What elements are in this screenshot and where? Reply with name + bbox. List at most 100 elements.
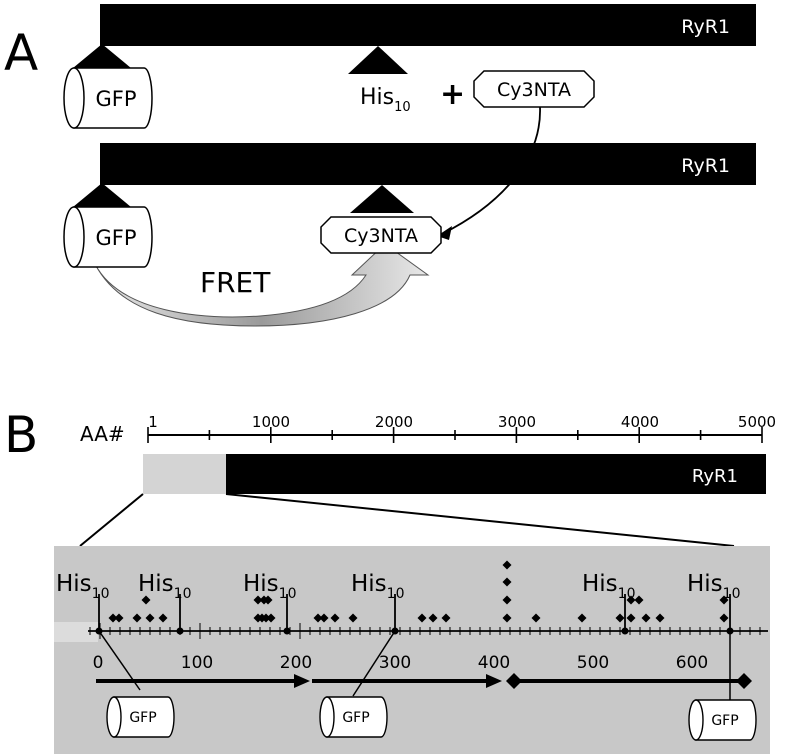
residue-marker: [626, 613, 636, 623]
residue-marker: [253, 595, 263, 605]
his-site: His10: [351, 571, 405, 635]
aa-axis-tick-labels: 1 1000 2000 3000 4000 5000: [148, 413, 776, 431]
panel-b: B AA# 1 1000 2000 3000 4000 5000 RyR1 0 …: [4, 406, 776, 754]
domain-diamond-start: [506, 673, 522, 689]
residue-marker: [615, 613, 625, 623]
fret-label: FRET: [200, 266, 271, 299]
zoom-axis-ticks: [89, 623, 761, 639]
ryr1-bar-b: [226, 454, 766, 494]
gfp-anchor-top: [73, 44, 131, 68]
gfp-label-b1: GFP: [129, 710, 156, 726]
his-label: His10: [582, 571, 636, 602]
his-label: His10: [56, 571, 110, 602]
domain-diamond-end: [736, 673, 752, 689]
aa-tick-label: 5000: [738, 413, 776, 431]
gfp-label-bottom: GFP: [95, 226, 136, 250]
his-site: His10: [138, 571, 192, 635]
his-label: His10: [351, 571, 405, 602]
cy3nta-label-free: Cy3NTA: [497, 79, 571, 101]
zoom-axis-tick-labels: 0 100 200 300 400 500 600: [93, 653, 709, 673]
residue-marker: [655, 613, 665, 623]
residue-marker: [263, 595, 273, 605]
his-site: His10: [56, 571, 110, 635]
zoom-tick-label: 0: [93, 653, 104, 673]
zoom-tick-label: 500: [577, 653, 609, 673]
residue-marker: [626, 595, 636, 605]
gfp-anchor-bottom: [73, 183, 131, 207]
his-site: His10: [582, 571, 636, 635]
residue-marker: [417, 613, 427, 623]
residue-marker: [719, 613, 729, 623]
domain-arrowhead-2: [486, 674, 502, 688]
his-tag-top: [348, 46, 408, 74]
residue-marker: [348, 613, 358, 623]
aa-tick-label: 4000: [621, 413, 659, 431]
residue-marker: [330, 613, 340, 623]
residue-marker: [158, 613, 168, 623]
gfp-cylinder-b2: GFP: [319, 696, 388, 738]
ryr1-bar-b-label: RyR1: [692, 466, 738, 487]
residue-marker: [502, 595, 512, 605]
residue-marker: [114, 613, 124, 623]
zoom-line-left: [79, 493, 144, 547]
aa-axis-ticks: [147, 427, 763, 443]
aa-axis-label: AA#: [80, 422, 125, 446]
ryr1-bar-bottom: [100, 143, 756, 185]
aa-tick-label: 3000: [498, 413, 536, 431]
zoom-tick-label: 600: [676, 653, 708, 673]
residue-marker: [531, 613, 541, 623]
residue-marker: [319, 613, 329, 623]
gfp-cylinder-bottom: GFP: [63, 206, 153, 268]
zoom-tick-label: 400: [478, 653, 510, 673]
zoom-region: [143, 454, 226, 494]
gfp-label-top: GFP: [95, 87, 136, 111]
panel-a: A RyR1 GFP His10 + Cy3NTA RyR1 FRET GF: [4, 4, 756, 327]
gfp-label-b2: GFP: [342, 710, 369, 726]
zoom-tick-label: 100: [181, 653, 213, 673]
residue-marker: [634, 595, 644, 605]
residue-marker: [441, 613, 451, 623]
ryr1-bar-bottom-label: RyR1: [681, 155, 730, 177]
gfp-cylinder-top: GFP: [63, 67, 153, 129]
residue-marker: [141, 595, 151, 605]
zoom-tick-label: 300: [379, 653, 411, 673]
his-label-top: His10: [360, 85, 411, 115]
his-label: His10: [138, 571, 192, 602]
fret-arrow: [94, 243, 430, 327]
residue-marker: [502, 560, 512, 570]
gfp-label-b3: GFP: [711, 713, 738, 729]
residue-marker: [261, 613, 271, 623]
his-site: His10: [243, 571, 297, 635]
zoom-tick-label: 200: [280, 653, 312, 673]
ryr1-bar-top-label: RyR1: [681, 16, 730, 38]
aa-tick-label: 1: [148, 413, 158, 431]
residue-marker: [108, 613, 118, 623]
aa-tick-label: 2000: [375, 413, 413, 431]
domain-arrowhead-1: [294, 674, 310, 688]
residue-marker: [266, 613, 276, 623]
his-site: His10: [687, 571, 741, 635]
aa-tick-label: 1000: [252, 413, 290, 431]
cy3nta-free: Cy3NTA: [473, 70, 595, 108]
panel-a-label: A: [4, 24, 38, 82]
his-label: His10: [687, 571, 741, 602]
residue-marker: [428, 613, 438, 623]
residue-marker: [502, 613, 512, 623]
gfp-connector: [352, 630, 396, 697]
residue-marker: [641, 613, 651, 623]
gfp-cylinder-b1: GFP: [106, 696, 175, 738]
residue-marker: [145, 613, 155, 623]
gfp-cylinder-b3: GFP: [688, 631, 757, 741]
cy3nta-label-bound: Cy3NTA: [344, 225, 418, 247]
residue-markers: [108, 560, 729, 623]
residue-marker: [313, 613, 323, 623]
residue-marker: [577, 613, 587, 623]
residue-marker: [719, 595, 729, 605]
residue-marker: [132, 613, 142, 623]
cy3nta-bound: Cy3NTA: [320, 216, 442, 254]
zoom-line-right: [225, 493, 735, 547]
his-tag-bottom: [350, 185, 414, 213]
his-label: His10: [243, 571, 297, 602]
zoom-left-highlight: [54, 622, 98, 642]
